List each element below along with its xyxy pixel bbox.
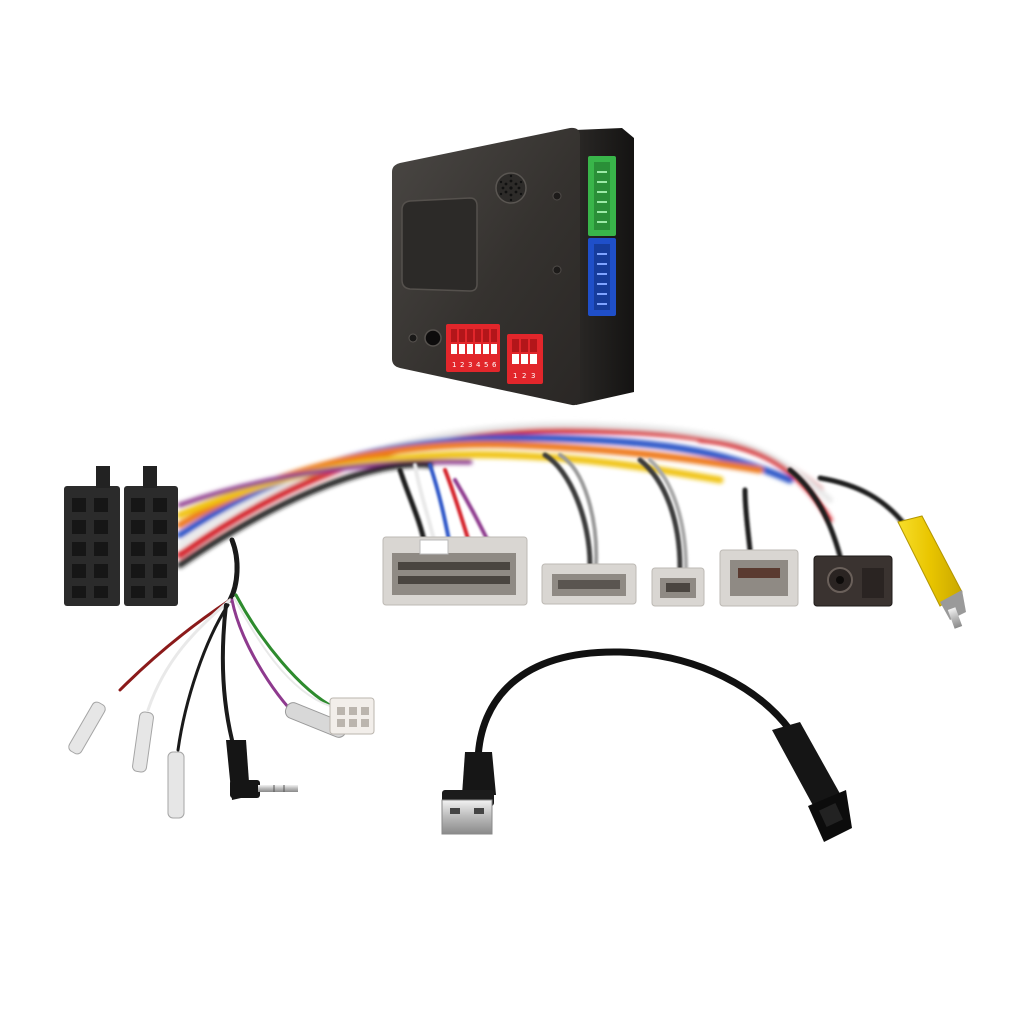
- module-label-recess: [401, 197, 478, 292]
- usb-plug-icon[interactable]: [441, 752, 496, 835]
- main-wire-bundle: [176, 421, 833, 568]
- spade-terminal[interactable]: [67, 700, 107, 755]
- spade-terminal[interactable]: [167, 751, 185, 819]
- blue-connector-port[interactable]: [588, 238, 616, 316]
- dip-switch-right[interactable]: 1 2 3: [507, 334, 543, 384]
- aux-jack-icon[interactable]: [226, 740, 298, 800]
- dip-switch-left[interactable]: 1 2 3 4 5 6: [446, 324, 500, 372]
- dip-right-label-3: 3: [531, 372, 535, 380]
- dip-left-label-1: 1: [452, 361, 456, 369]
- usb-cable: [474, 648, 794, 764]
- usb-socket-connector[interactable]: [772, 722, 852, 842]
- dip-left-label-2: 2: [460, 361, 464, 369]
- program-button-icon: [424, 329, 442, 347]
- green-connector-port[interactable]: [588, 156, 616, 236]
- harness-connector-medium[interactable]: [541, 563, 637, 605]
- spade-terminal[interactable]: [132, 711, 154, 773]
- dip-left-label-3: 3: [468, 361, 472, 369]
- mini-plug-connector[interactable]: [329, 697, 375, 735]
- iso-connector-right[interactable]: [124, 466, 178, 606]
- harness-connector-large[interactable]: [382, 536, 528, 606]
- speaker-grill-icon: [495, 172, 527, 204]
- dip-left-label-5: 5: [484, 361, 488, 369]
- dip-left-label-4: 4: [476, 361, 481, 369]
- dip-left-label-6: 6: [492, 361, 497, 369]
- iso-connector-left[interactable]: [64, 466, 120, 606]
- harness-connector-small[interactable]: [651, 567, 705, 607]
- screw-icon: [552, 265, 562, 275]
- antenna-connector[interactable]: [813, 555, 893, 607]
- rca-plug-icon[interactable]: [897, 515, 966, 629]
- interface-module-icon: 1 2 3 4 5 6 1 2 3: [392, 127, 634, 406]
- dip-right-label-2: 2: [522, 372, 526, 380]
- led-indicator-icon: [408, 333, 418, 343]
- dip-right-label-1: 1: [513, 372, 517, 380]
- harness-connector-square[interactable]: [719, 549, 799, 607]
- screw-icon: [552, 191, 562, 201]
